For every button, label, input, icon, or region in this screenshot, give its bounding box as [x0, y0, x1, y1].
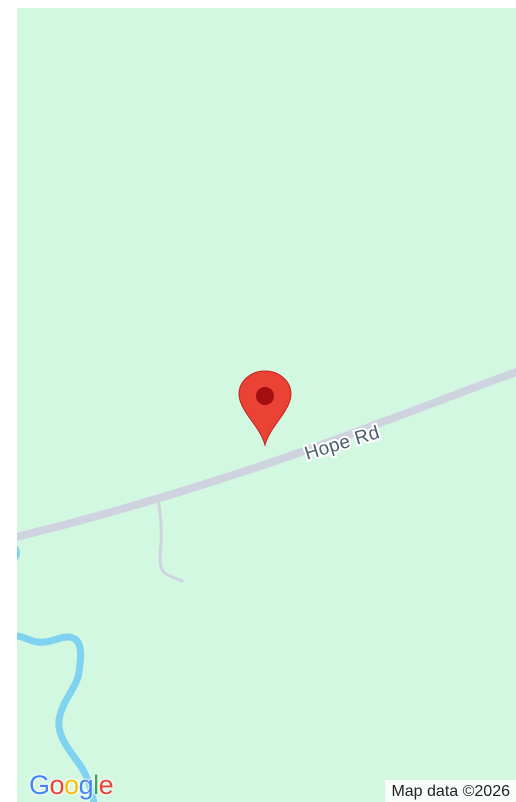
- marker-body: [238, 370, 292, 447]
- river: [17, 632, 98, 802]
- logo-letter: g: [78, 770, 94, 800]
- road-label: Hope Rd: [302, 422, 382, 465]
- map-pin-icon[interactable]: [238, 370, 292, 447]
- logo-letter: G: [29, 770, 50, 800]
- map-attribution[interactable]: Map data ©2026: [385, 780, 516, 802]
- logo-letter: l: [93, 770, 99, 800]
- google-logo[interactable]: Google: [29, 770, 114, 800]
- logo-letter: o: [49, 770, 65, 800]
- logo-letter: e: [98, 770, 114, 800]
- logo-letter: o: [64, 770, 79, 800]
- marker-dot: [256, 387, 274, 405]
- minor-road: [156, 496, 184, 583]
- hope-road[interactable]: [17, 367, 516, 541]
- water-patch: [17, 545, 20, 561]
- map-layer: Hope Rd: [17, 367, 516, 802]
- map-canvas[interactable]: Hope Rd Google Map data ©2026: [17, 8, 516, 802]
